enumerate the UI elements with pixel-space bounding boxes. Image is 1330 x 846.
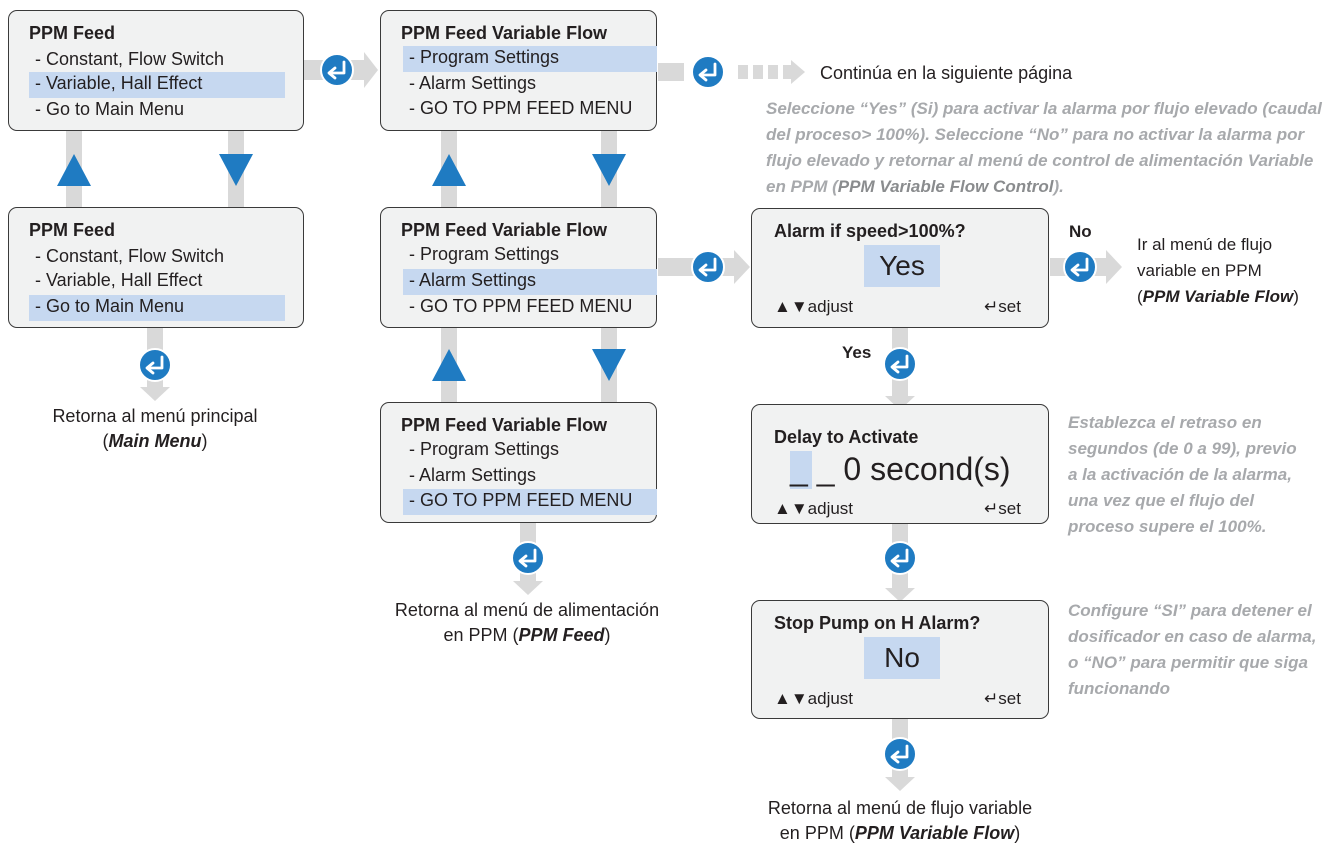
menu-item-goto-ppm-feed[interactable]: - GO TO PPM FEED MENU (409, 296, 633, 316)
return-flow-text: Retorna al menú de flujo variable en PPM… (740, 796, 1060, 846)
variable-flow-menu-3: PPM Feed Variable Flow - Program Setting… (380, 402, 657, 523)
no-label: No (1069, 222, 1092, 241)
up-arrow-icon (432, 154, 466, 186)
return-icon: ↵ (984, 689, 999, 708)
screen-title: Delay to Activate (774, 427, 919, 447)
menu-item-variable[interactable]: - Variable, Hall Effect (29, 72, 285, 98)
return-main-line-1: Retorna al menú principal (52, 406, 258, 426)
enter-icon (690, 249, 726, 285)
continue-next-page: Continúa en la siguiente página (820, 63, 1073, 83)
menu-item-alarm-settings[interactable]: - Alarm Settings (409, 73, 537, 93)
yes-label: Yes (842, 343, 872, 362)
adjust-hint: ▲▼adjust (774, 689, 854, 708)
screen-title: Stop Pump on H Alarm? (774, 613, 981, 633)
connector-return-feed (510, 521, 546, 595)
stop-pump-note: Configure “SI” para detener el dosificad… (1068, 601, 1317, 698)
menu-item-alarm-settings[interactable]: - Alarm Settings (409, 465, 537, 485)
up-down-arrows-icon: ▲▼ (774, 689, 808, 708)
connector-return-main (137, 327, 173, 401)
return-icon: ↵ (984, 297, 999, 316)
menu-item-constant[interactable]: - Constant, Flow Switch (35, 246, 225, 266)
return-feed-line-1: Retorna al menú de alimentación (394, 600, 660, 620)
connector-program-settings-continue (658, 54, 805, 90)
menu-item-program-settings[interactable]: - Program Settings (409, 244, 560, 264)
return-feed-line-2: en PPM (PPM Feed) (443, 625, 611, 645)
digit-cursor (790, 451, 812, 489)
arrows-col1 (57, 130, 253, 208)
enter-icon (882, 346, 918, 382)
return-flow-line-2: en PPM (PPM Variable Flow) (779, 823, 1021, 843)
menu-title: PPM Feed Variable Flow (401, 23, 608, 43)
ppm-feed-menu-2: PPM Feed - Constant, Flow Switch - Varia… (8, 207, 304, 328)
arrows-col2 (432, 130, 626, 404)
stop-pump-screen: Stop Pump on H Alarm? No ▲▼adjust ↵set (751, 600, 1049, 719)
return-feed-text: Retorna al menú de alimentación en PPM (… (372, 598, 682, 648)
enter-icon (319, 52, 355, 88)
adjust-hint: ▲▼adjust (774, 499, 854, 518)
return-main-text: Retorna al menú principal (Main Menu) (20, 404, 290, 454)
return-icon: ↵ (984, 499, 999, 518)
connector-alarm-settings-to-screen (658, 249, 750, 285)
menu-item-goto-ppm-feed[interactable]: - GO TO PPM FEED MENU (403, 489, 657, 515)
up-arrow-icon (432, 349, 466, 381)
set-hint: ↵set (984, 499, 1021, 518)
menu-item-main-menu[interactable]: - Go to Main Menu (29, 295, 285, 321)
return-main-line-2: (Main Menu) (102, 431, 208, 451)
up-down-arrows-icon: ▲▼ (774, 297, 808, 316)
enter-icon (882, 736, 918, 772)
goto-variable-flow-text: Ir al menú de flujo variable en PPM (PPM… (1137, 235, 1299, 306)
enter-icon (510, 540, 546, 576)
menu-item-constant[interactable]: - Constant, Flow Switch (35, 49, 225, 69)
delay-screen: Delay to Activate _ _ 0 second(s) ▲▼adju… (751, 404, 1049, 524)
menu-title: PPM Feed (29, 220, 116, 240)
menu-title: PPM Feed Variable Flow (401, 220, 608, 240)
up-down-arrows-icon: ▲▼ (774, 499, 808, 518)
menu-item-variable[interactable]: - Variable, Hall Effect (35, 270, 203, 290)
variable-flow-menu-1: PPM Feed Variable Flow - Program Setting… (380, 10, 657, 131)
connector-return-flow (882, 717, 918, 791)
menu-title: PPM Feed (29, 23, 116, 43)
adjust-hint: ▲▼adjust (774, 297, 854, 316)
down-arrow-icon (592, 154, 626, 186)
return-flow-line-1: Retorna al menú de flujo variable (767, 798, 1033, 818)
stop-pump-value[interactable]: No (864, 637, 940, 679)
enter-icon (1062, 249, 1098, 285)
menu-item-goto-ppm-feed[interactable]: - GO TO PPM FEED MENU (409, 98, 633, 118)
connector-yes (882, 326, 918, 410)
delay-value[interactable]: _ _ 0 second(s) (790, 451, 1011, 487)
alarm-speed-value[interactable]: Yes (864, 245, 940, 287)
ppm-feed-menu-1: PPM Feed - Constant, Flow Switch - Varia… (8, 10, 304, 131)
variable-flow-menu-2: PPM Feed Variable Flow - Program Setting… (380, 207, 657, 328)
alarm-note: Seleccione “Yes” (Si) para activar la al… (766, 99, 1322, 196)
menu-item-program-settings[interactable]: - Program Settings (409, 439, 560, 459)
screen-title: Alarm if speed>100%? (774, 221, 966, 241)
menu-item-alarm-settings[interactable]: - Alarm Settings (403, 269, 657, 295)
connector-feed-to-variable (304, 52, 378, 88)
menu-title: PPM Feed Variable Flow (401, 415, 608, 435)
set-hint: ↵set (984, 297, 1021, 316)
up-arrow-icon (57, 154, 91, 186)
menu-item-main-menu[interactable]: - Go to Main Menu (35, 99, 185, 119)
delay-note: Establezca el retraso en segundos (de 0 … (1068, 413, 1297, 536)
down-arrow-icon (219, 154, 253, 186)
alarm-speed-screen: Alarm if speed>100%? Yes ▲▼adjust ↵set (751, 208, 1049, 328)
connector-delay-to-stop (882, 521, 918, 602)
set-hint: ↵set (984, 689, 1021, 708)
menu-item-program-settings[interactable]: - Program Settings (403, 46, 657, 72)
enter-icon (882, 540, 918, 576)
enter-icon (690, 54, 726, 90)
enter-icon (137, 347, 173, 383)
connector-alarm-no (1050, 249, 1122, 285)
down-arrow-icon (592, 349, 626, 381)
